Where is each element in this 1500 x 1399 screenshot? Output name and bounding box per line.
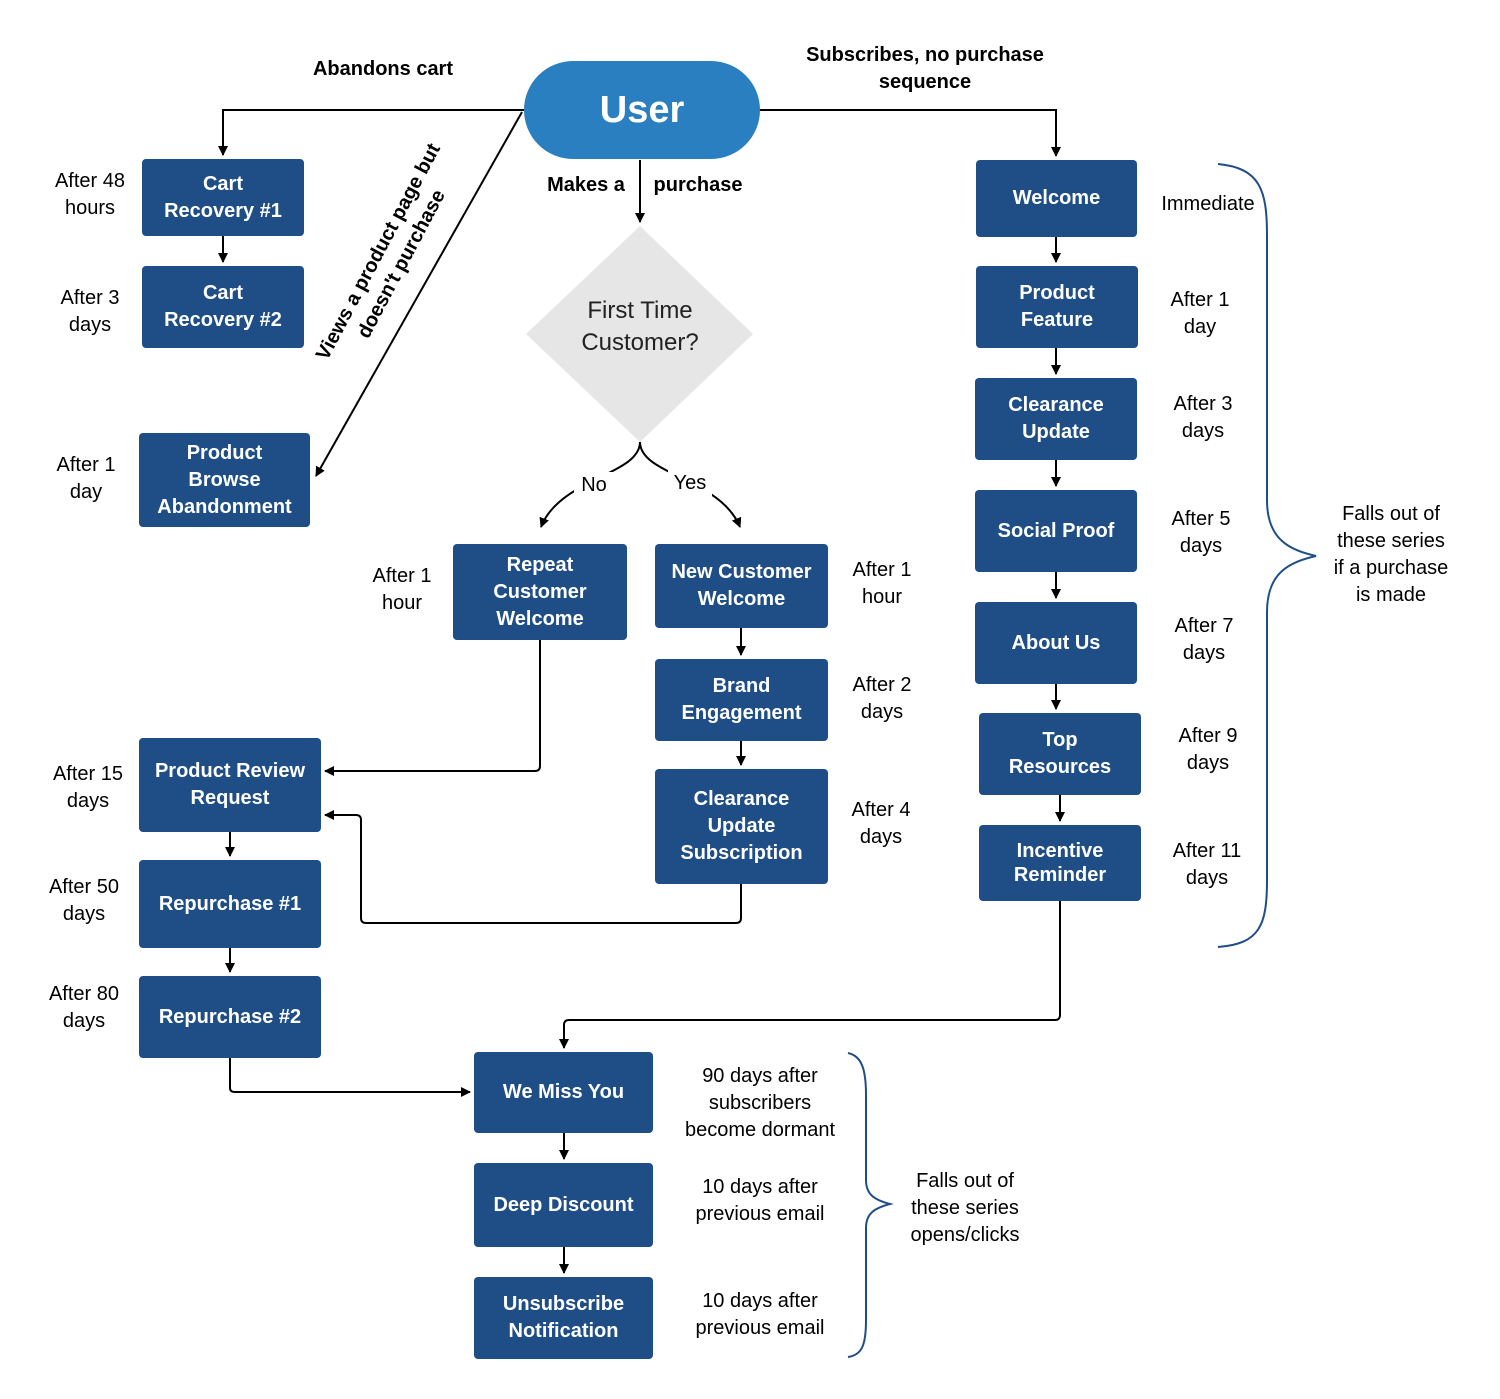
node-brand-engagement: Brand Engagement [655, 659, 828, 741]
node-browse-abandonment: Product Browse Abandonment [139, 433, 310, 527]
timing-cart-recovery-1: After 48 hours [54, 170, 126, 219]
timing-new-customer-welcome: After 1 hour [852, 559, 912, 608]
node-clearance-update-subscription: Clearance Update Subscription [655, 769, 828, 884]
node-new-customer-welcome: New Customer Welcome [655, 544, 828, 628]
node-repeat-customer-welcome: Repeat Customer Welcome [453, 544, 627, 640]
node-incentive-reminder: Incentive Reminder [979, 825, 1141, 901]
connector-repeat-review [324, 640, 541, 776]
node-clearance-update: Clearance Update [975, 378, 1137, 460]
connector-user-welcome [760, 109, 1061, 157]
node-repurchase-2: Repurchase #2 [139, 976, 321, 1058]
connector-rep2-miss [229, 1058, 471, 1097]
node-deep-discount: Deep Discount [474, 1163, 653, 1247]
timing-repurchase-1: After 50 days [48, 876, 120, 925]
timing-incentive-reminder: After 11 days [1172, 840, 1242, 889]
timing-brand-engagement: After 2 days [852, 674, 912, 723]
timing-unsubscribe-notification: 10 days after previous email [695, 1290, 825, 1339]
timing-about-us: After 7 days [1174, 615, 1234, 664]
subscribe-brace [1217, 163, 1317, 948]
label-yes: Yes [668, 470, 712, 497]
timing-clearance-update: After 3 days [1173, 393, 1233, 442]
connector-incentive-miss [559, 901, 1061, 1049]
connector-user-browse [315, 111, 523, 477]
node-top-resources: Top Resources [979, 713, 1141, 795]
winback-brace [847, 1052, 894, 1358]
decision-label: First Time Customer? [581, 297, 699, 356]
node-we-miss-you: We Miss You [474, 1052, 653, 1133]
timing-deep-discount: 10 days after previous email [695, 1176, 825, 1225]
node-product-review-request: Product Review Request [139, 738, 321, 832]
node-cart-recovery-1: Cart Recovery #1 [142, 159, 304, 236]
timing-top-resources: After 9 days [1178, 725, 1238, 774]
timing-repeat-customer-welcome: After 1 hour [372, 565, 432, 614]
node-unsubscribe-notification: Unsubscribe Notification [474, 1277, 653, 1359]
connector-clearance-review [324, 810, 742, 924]
label-subscribes: Subscribes, no purchase sequence [806, 44, 1044, 93]
subscribe-dropout-note: Falls out of these series if a purchase … [1333, 503, 1449, 606]
node-product-feature: Product Feature [976, 266, 1138, 348]
timing-product-feature: After 1 day [1170, 289, 1230, 338]
node-cart-recovery-2: Cart Recovery #2 [142, 266, 304, 348]
label-makes-a: Makes a [547, 174, 625, 196]
start-node-user: User [524, 61, 760, 159]
node-about-us: About Us [975, 602, 1137, 684]
timing-browse-abandonment: After 1 day [56, 454, 116, 503]
label-abandons-cart: Abandons cart [312, 58, 454, 80]
timing-welcome: Immediate [1161, 193, 1255, 215]
node-welcome: Welcome [976, 160, 1137, 237]
timing-clearance-update-subscription: After 4 days [851, 799, 911, 848]
connector-user-cart [218, 109, 524, 156]
node-social-proof: Social Proof [975, 490, 1137, 572]
timing-cart-recovery-2: After 3 days [60, 287, 120, 336]
timing-social-proof: After 5 days [1171, 508, 1231, 557]
winback-dropout-note: Falls out of these series opens/clicks [910, 1170, 1020, 1246]
timing-we-miss-you: 90 days after subscribers become dormant [684, 1065, 836, 1141]
node-repurchase-1: Repurchase #1 [139, 860, 321, 948]
timing-product-review-request: After 15 days [52, 763, 124, 812]
timing-repurchase-2: After 80 days [48, 983, 120, 1032]
decision-diamond [526, 226, 753, 442]
label-purchase: purchase [653, 174, 743, 196]
label-no: No [574, 472, 614, 499]
